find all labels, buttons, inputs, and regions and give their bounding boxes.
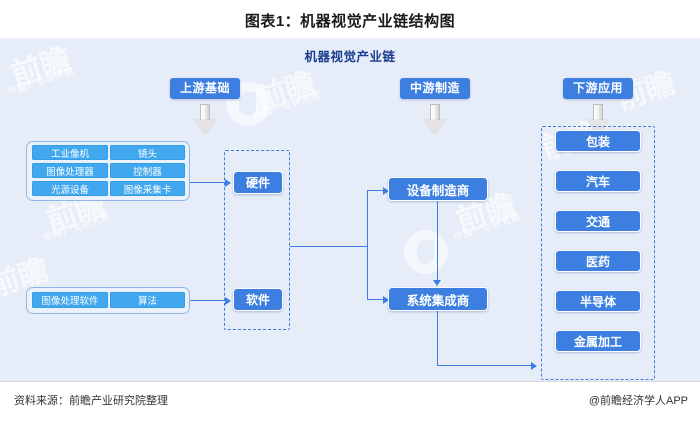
component-chip[interactable]: 光源设备 [32, 181, 108, 196]
down-arrow-icon [424, 104, 446, 134]
connector-line [437, 201, 439, 281]
component-chip[interactable]: 工业像机 [32, 145, 108, 160]
watermark-circle-icon [404, 230, 448, 274]
connector-line [190, 182, 226, 184]
app-node[interactable]: 汽车 [555, 170, 641, 192]
panel-header: 机器视觉产业链 [304, 50, 396, 64]
down-arrow-icon [194, 104, 216, 134]
app-node[interactable]: 包装 [555, 130, 641, 152]
arrow-head-icon [433, 280, 441, 286]
page-title: 图表1：机器视觉产业链结构图 [244, 13, 456, 30]
diagram-panel: 机器视觉产业链 前瞻 中国产业研究院 前瞻 中国产业研究院 前瞻 前瞻 中国产业… [0, 38, 700, 381]
stage-pill-downstream[interactable]: 下游应用 [563, 78, 633, 99]
node-hardware[interactable]: 硬件 [233, 171, 283, 194]
connector-line [437, 365, 533, 367]
connector-line [367, 190, 369, 300]
stage-pill-upstream[interactable]: 上游基础 [170, 78, 240, 99]
component-chip[interactable]: 图像处理器 [32, 163, 108, 178]
arrow-head-icon [383, 295, 389, 304]
node-equipment-manufacturer[interactable]: 设备制造商 [388, 177, 488, 201]
watermark-sub-text: 中国产业研究院 [6, 65, 77, 97]
connector-line [437, 311, 439, 366]
node-system-integrator[interactable]: 系统集成商 [388, 287, 488, 311]
connector-line [367, 190, 385, 192]
source-text: 资料来源：前瞻产业研究院整理 [14, 395, 168, 407]
watermark-sub-text: 中国产业研究院 [452, 211, 523, 243]
connector-line [367, 299, 385, 301]
component-chip[interactable]: 图像采集卡 [110, 181, 185, 196]
app-node[interactable]: 医药 [555, 250, 641, 272]
connector-line [190, 300, 226, 302]
watermark-sub-text: 中国产业研究院 [252, 89, 323, 121]
component-chip[interactable]: 镜头 [110, 145, 185, 160]
connector-line [290, 246, 368, 248]
arrow-head-icon [225, 296, 231, 305]
app-node[interactable]: 金属加工 [555, 330, 641, 352]
downstream-dashed-frame [541, 126, 655, 380]
component-chip[interactable]: 图像处理软件 [32, 292, 108, 308]
component-chip[interactable]: 控制器 [110, 163, 185, 178]
app-node[interactable]: 半导体 [555, 290, 641, 312]
watermark-logo-text: 前瞻 [252, 66, 320, 117]
upstream-dashed-frame [224, 150, 290, 330]
node-software[interactable]: 软件 [233, 288, 283, 311]
app-node[interactable]: 交通 [555, 210, 641, 232]
brand-text: @前瞻经济学人APP [588, 395, 688, 407]
watermark-sub-text: 中国产业研究院 [42, 211, 113, 243]
component-chip[interactable]: 算法 [110, 292, 185, 308]
arrow-head-icon [531, 361, 537, 370]
stage-pill-midstream[interactable]: 中游制造 [400, 78, 470, 99]
footer-divider [0, 381, 700, 382]
arrow-head-icon [383, 186, 389, 195]
arrow-head-icon [225, 178, 231, 187]
